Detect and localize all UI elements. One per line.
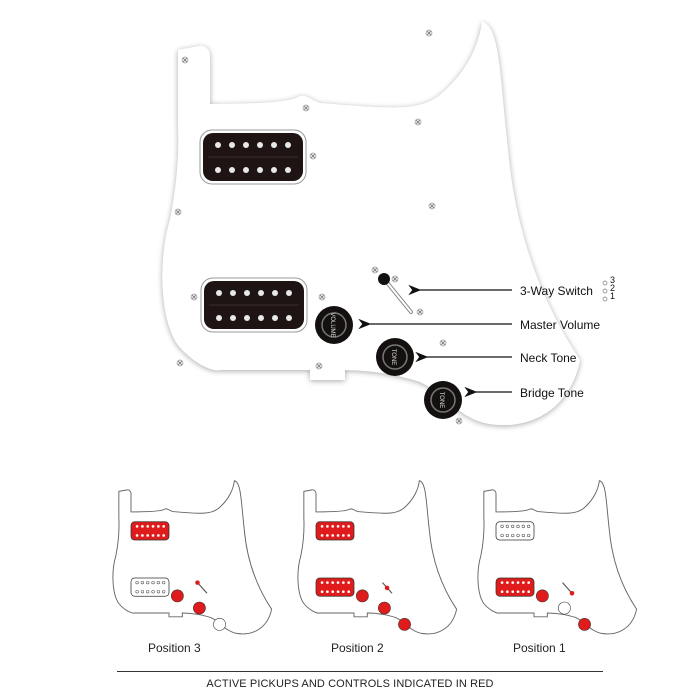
switch-position-numbers: 3 2 1 [610,275,616,301]
main-pickguard [162,22,580,426]
switch-position-3: 3 [610,275,616,285]
position-2-diagram [297,480,458,635]
position-3-label: Position 3 [148,641,201,655]
switch-position-2: 2 [610,283,616,293]
switch-position-dots [602,280,608,302]
position-1-diagram [477,480,638,635]
switch-position-1: 1 [610,291,616,301]
svg-text:TONE: TONE [438,392,444,409]
position-1-label: Position 1 [513,641,566,655]
neck-tone-knob: TONE [376,338,414,376]
legend-text: ACTIVE PICKUPS AND CONTROLS INDICATED IN… [206,678,494,690]
svg-text:TONE: TONE [390,349,396,366]
bridge-humbucker [200,277,308,333]
volume-knob: VOLUME [315,306,353,344]
position-3-diagram [112,480,273,635]
bridge-tone-knob: TONE [424,381,462,419]
label-master-volume: Master Volume [520,318,601,332]
position-2-label: Position 2 [331,641,384,655]
label-bridge-tone: Bridge Tone [520,386,584,400]
label-3-way-switch: 3-Way Switch [520,284,593,298]
volume-knob-text: VOLUME [329,312,335,337]
label-neck-tone: Neck Tone [520,351,577,365]
divider-line [117,671,603,672]
three-way-switch [378,273,413,314]
neck-humbucker [199,129,307,185]
callout-arrows [358,284,512,398]
